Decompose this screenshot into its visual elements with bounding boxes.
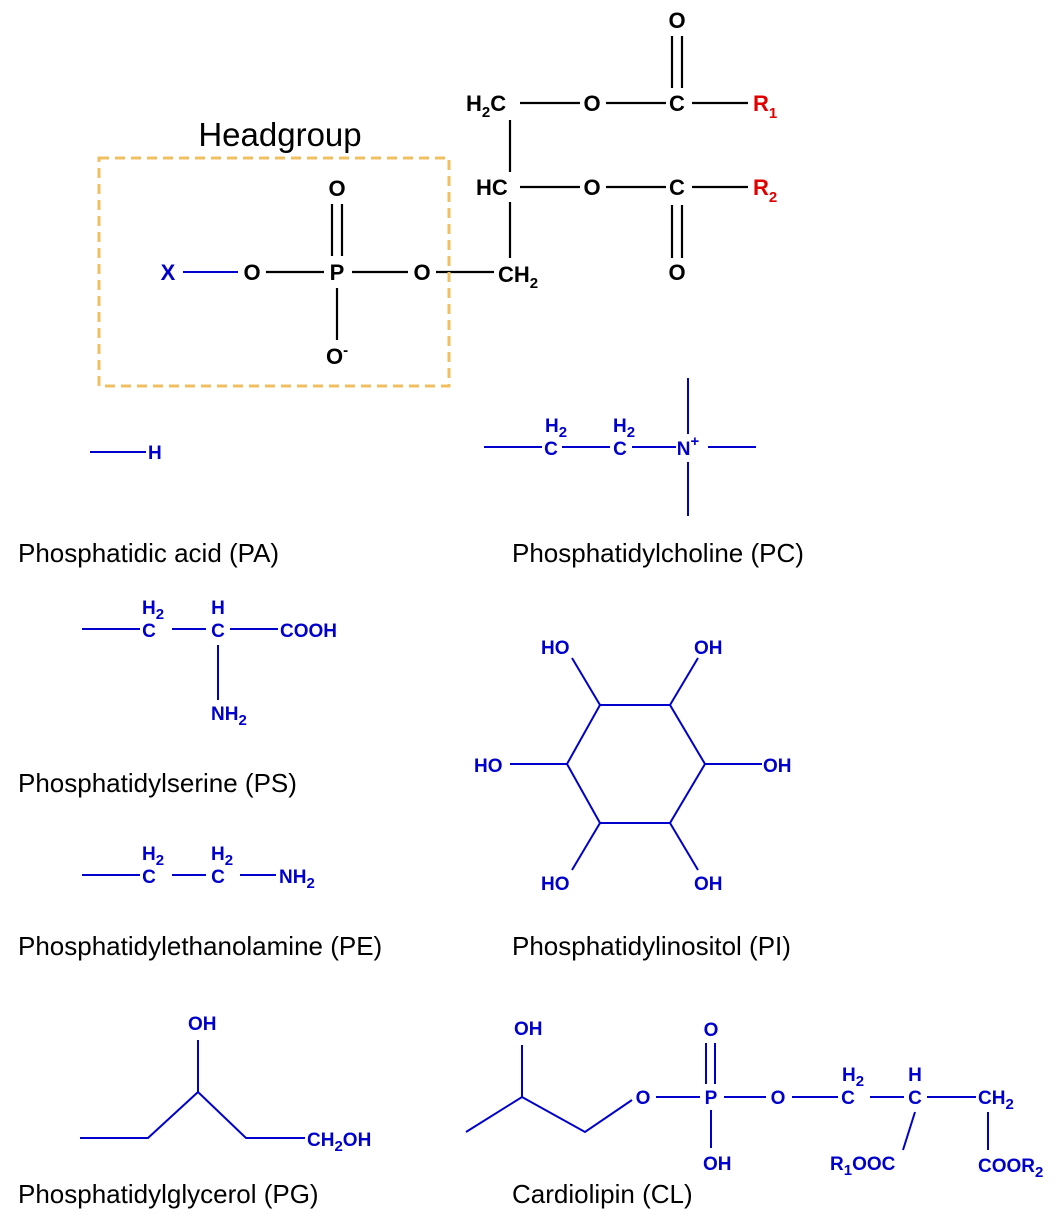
ps-c2: C xyxy=(211,621,225,642)
cl-p: P xyxy=(705,1088,718,1109)
pi-oh-2: OH xyxy=(694,638,723,659)
pi-oh-4: OH xyxy=(763,756,792,777)
ester1-c: C xyxy=(669,91,685,116)
pc-n: N+ xyxy=(677,433,700,460)
phosphate-o-right: O xyxy=(413,260,430,285)
cl-coor2: COOR2 xyxy=(978,1156,1043,1181)
ps-structure: C H2 C H COOH NH2 xyxy=(82,598,337,729)
ester1-o: O xyxy=(583,91,600,116)
cl-r1ooc: R1OOC xyxy=(830,1154,896,1179)
cl-p-o: O xyxy=(704,1020,719,1041)
pc-h2-1: H2 xyxy=(545,416,567,441)
pi-oh-5: HO xyxy=(541,874,570,895)
pi-oh-3: HO xyxy=(474,756,503,777)
pe-h2-2: H2 xyxy=(211,844,233,869)
pc-c2: C xyxy=(613,439,627,460)
cl-o-2: O xyxy=(771,1088,786,1109)
phosphate-o-left: O xyxy=(243,260,260,285)
ps-nh2: NH2 xyxy=(211,704,247,729)
cl-ch2: CH2 xyxy=(978,1088,1014,1113)
pc-structure: C H2 C H2 N+ xyxy=(484,378,756,516)
ps-cooh: COOH xyxy=(280,621,337,642)
hc-middle: HC xyxy=(476,175,508,200)
caption-ps: Phosphatidylserine (PS) xyxy=(18,768,297,798)
pg-oh: OH xyxy=(188,1014,217,1035)
ester2-o: O xyxy=(583,175,600,200)
cl-c2: C xyxy=(908,1088,922,1109)
pe-structure: C H2 C H2 NH2 xyxy=(82,844,315,892)
headgroup-box: Headgroup xyxy=(97,116,451,388)
ester2-carbonyl-o: O xyxy=(668,260,685,285)
ch2-bottom: CH2 xyxy=(498,262,538,292)
caption-pi: Phosphatidylinositol (PI) xyxy=(512,931,791,961)
cl-p-oh: OH xyxy=(703,1154,732,1175)
pg-ch2oh: CH2OH xyxy=(307,1130,371,1155)
cl-h2: H2 xyxy=(842,1065,864,1090)
caption-pe: Phosphatidylethanolamine (PE) xyxy=(18,931,382,961)
caption-pg: Phosphatidylglycerol (PG) xyxy=(18,1179,319,1209)
pc-c1: C xyxy=(544,439,558,460)
headgroup-label: Headgroup xyxy=(198,116,361,153)
pc-h2-2: H2 xyxy=(613,416,635,441)
pe-c2: C xyxy=(211,867,225,888)
pi-oh-6: OH xyxy=(694,874,723,895)
pi-structure: HO OH HO OH HO OH xyxy=(474,638,792,895)
h2c-top: H2C xyxy=(466,91,506,121)
pe-h2-1: H2 xyxy=(142,844,164,869)
ps-c1: C xyxy=(142,621,156,642)
phosphoryl-o: O xyxy=(328,176,345,201)
ester2-c: C xyxy=(669,175,685,200)
pa-structure: H xyxy=(90,443,162,464)
caption-cl: Cardiolipin (CL) xyxy=(512,1179,693,1209)
cl-o-1: O xyxy=(636,1088,651,1109)
cl-c1: C xyxy=(841,1088,855,1109)
ps-h: H xyxy=(211,598,225,619)
glycerol-backbone: O H2C O C R1 HC O C R2 O X O P O CH2 xyxy=(161,8,778,369)
caption-pc: Phosphatidylcholine (PC) xyxy=(512,538,804,568)
cl-structure: OH O P O OH O C H2 C H CH2 R1OOC COOR2 xyxy=(465,1019,1043,1181)
pe-c1: C xyxy=(142,867,156,888)
cl-oh-top: OH xyxy=(514,1019,543,1040)
cl-h: H xyxy=(908,1065,922,1086)
pi-oh-1: HO xyxy=(541,638,570,659)
r2-group: R2 xyxy=(753,175,777,206)
caption-pa: Phosphatidic acid (PA) xyxy=(18,538,279,568)
phosphorus: P xyxy=(330,260,345,285)
pe-nh2: NH2 xyxy=(279,867,315,892)
phosphate-o-minus: O- xyxy=(326,342,348,369)
ps-h2: H2 xyxy=(142,598,164,623)
pg-structure: OH CH2OH xyxy=(80,1014,371,1155)
r1-group: R1 xyxy=(753,91,777,122)
pa-h: H xyxy=(148,443,162,464)
x-substituent: X xyxy=(161,260,176,285)
ester1-carbonyl-o: O xyxy=(668,8,685,33)
